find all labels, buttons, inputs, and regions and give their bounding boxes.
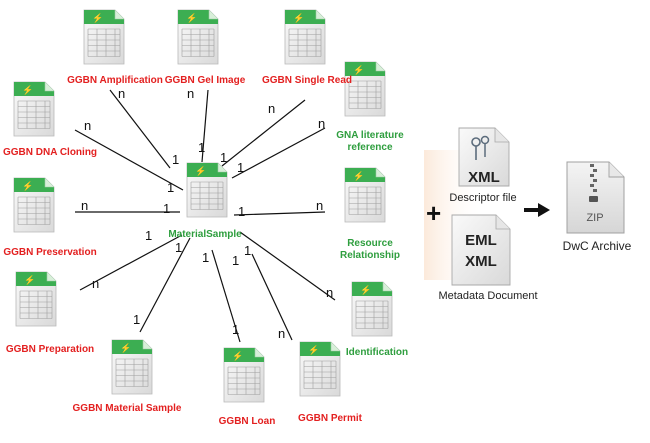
label-preparation: GGBN Preparation [5,344,95,355]
extension-multiplicity-amplification: n [118,86,126,101]
spreadsheet-icon-amplification: ⚡ [83,9,125,65]
extension-multiplicity-identification: n [326,285,334,300]
label-preservation: GGBN Preservation [3,247,97,258]
connector-loan [211,249,241,343]
label-gel: GGBN Gel Image [164,75,246,86]
spreadsheet-icon-gel: ⚡ [177,9,219,65]
label-identification: Identification [345,347,409,358]
arrow-right-icon [524,203,550,217]
core-multiplicity-gel: 1 [198,140,206,155]
dwc-archive-label: DwC Archive [562,239,632,253]
svg-text:⚡: ⚡ [293,12,304,24]
core-spreadsheet-icon: ⚡ [186,162,228,218]
connector-gna-literature [231,127,326,179]
core-multiplicity-gna-literature: 1 [237,160,245,175]
metadata-icon-text-2: XML [465,253,497,270]
connector-preparation [79,234,183,291]
core-label: MaterialSample [168,229,242,240]
svg-text:⚡: ⚡ [195,165,206,177]
spreadsheet-icon-loan: ⚡ [223,347,265,403]
core-multiplicity-identification: 1 [244,243,252,258]
svg-text:⚡: ⚡ [22,180,33,192]
extension-multiplicity-gel: n [187,86,195,101]
extension-multiplicity-preparation: n [92,276,100,291]
core-multiplicity-material-sample: 1 [175,240,183,255]
core-multiplicity-permit: 1 [232,253,240,268]
label-loan: GGBN Loan [218,416,276,427]
plus-sign: + [426,198,442,228]
metadata-icon-text-1: EML [465,232,497,249]
spreadsheet-icon-preservation: ⚡ [13,177,55,233]
core-multiplicity-dna-cloning: 1 [167,180,175,195]
svg-text:⚡: ⚡ [186,12,197,24]
extension-multiplicity-gna-literature: n [318,116,326,131]
spreadsheet-icon-dna-cloning: ⚡ [13,81,55,137]
connector-material-sample [139,237,191,333]
connector-dna-cloning [74,129,184,191]
svg-text:⚡: ⚡ [353,64,364,76]
core-multiplicity-resource-relationship: 1 [238,204,246,219]
extension-multiplicity-material-sample: 1 [133,312,141,327]
core-multiplicity-loan: 1 [202,250,210,265]
label-material-sample: GGBN Material Sample [72,403,182,414]
metadata-document-label: Metadata Document [438,290,538,302]
connector-permit [251,253,293,341]
connector-amplification [109,89,171,169]
core-multiplicity-preparation: 1 [145,228,153,243]
label-dna-cloning: GGBN DNA Cloning [2,147,98,158]
core-multiplicity-single-read: 1 [220,150,228,165]
extension-multiplicity-single-read: n [268,101,276,116]
spreadsheet-icon-resource-relationship: ⚡ [344,167,386,223]
spreadsheet-icon-identification: ⚡ [351,281,393,337]
label-gna-literature: GNA literature reference [336,130,404,153]
svg-text:⚡: ⚡ [24,274,35,286]
descriptor-file-icon: XML [458,127,510,187]
svg-text:⚡: ⚡ [360,284,371,296]
connector-gel [201,89,209,163]
label-single-read: GGBN Single Read [262,75,353,86]
zip-icon-text: ZIP [586,212,603,224]
connector-identification [239,231,336,301]
svg-text:⚡: ⚡ [22,84,33,96]
extension-multiplicity-resource-relationship: n [316,198,324,213]
spreadsheet-icon-gna-literature: ⚡ [344,61,386,117]
svg-text:⚡: ⚡ [232,350,243,362]
core-multiplicity-amplification: 1 [172,152,180,167]
core-multiplicity-preservation: 1 [163,201,171,216]
descriptor-file-label: Descriptor file [449,192,517,204]
extension-multiplicity-loan: 1 [232,322,240,337]
spreadsheet-icon-preparation: ⚡ [15,271,57,327]
label-amplification: GGBN Amplification [67,75,163,86]
extension-multiplicity-permit: n [278,326,286,341]
zip-archive-icon: ZIP [566,161,625,234]
label-permit: GGBN Permit [298,413,362,424]
spreadsheet-icon-permit: ⚡ [299,341,341,397]
spreadsheet-icon-material-sample: ⚡ [111,339,153,395]
svg-text:⚡: ⚡ [92,12,103,24]
connector-single-read [221,99,306,167]
extension-multiplicity-preservation: n [81,198,89,213]
metadata-document-icon [451,214,511,286]
descriptor-icon-text: XML [468,169,500,186]
extension-multiplicity-dna-cloning: n [84,118,92,133]
connector-resource-relationship [233,211,326,216]
svg-text:⚡: ⚡ [353,170,364,182]
svg-text:⚡: ⚡ [308,344,319,356]
svg-text:⚡: ⚡ [120,342,131,354]
label-resource-relationship: Resource Relationship [339,238,400,261]
spreadsheet-icon-single-read: ⚡ [284,9,326,65]
